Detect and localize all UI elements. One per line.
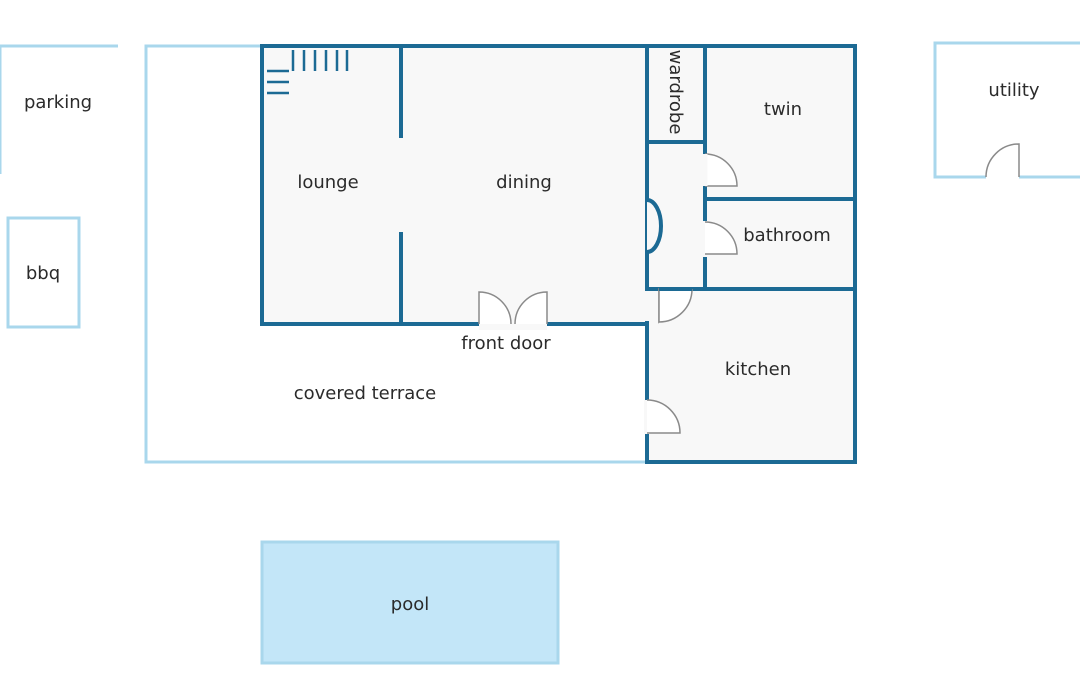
front-door-icon	[478, 291, 548, 330]
twin-door-icon	[704, 153, 738, 187]
utility-label: utility	[988, 80, 1040, 101]
lounge-label: lounge	[297, 172, 358, 193]
bbq-area	[6, 216, 81, 329]
utility-door-icon	[985, 143, 1020, 178]
kitchen-terrace-door-icon	[646, 399, 681, 434]
bathroom-door-icon	[704, 221, 738, 255]
bbq-label: bbq	[26, 263, 60, 284]
utility-area	[933, 41, 1080, 179]
utility-outline-left	[933, 41, 1080, 179]
parking-area	[0, 44, 118, 174]
wardrobe-label: wardrobe	[665, 50, 686, 135]
hallway	[645, 140, 705, 290]
hallway-kitchen-door-icon	[658, 288, 693, 323]
parking-label: parking	[24, 92, 92, 113]
stairs-icon	[267, 50, 349, 95]
dining-label: dining	[496, 172, 552, 193]
bathroom-label: bathroom	[743, 225, 831, 246]
kitchen-label: kitchen	[725, 359, 791, 380]
front-door-label: front door	[461, 333, 551, 354]
covered-terrace-label: covered terrace	[294, 383, 436, 404]
twin-label: twin	[764, 99, 802, 120]
kitchen-room	[645, 287, 857, 464]
pool-label: pool	[391, 594, 429, 615]
pool-area	[260, 540, 560, 665]
lounge-dining-block	[260, 44, 649, 326]
covered-terrace-outline	[144, 44, 648, 464]
